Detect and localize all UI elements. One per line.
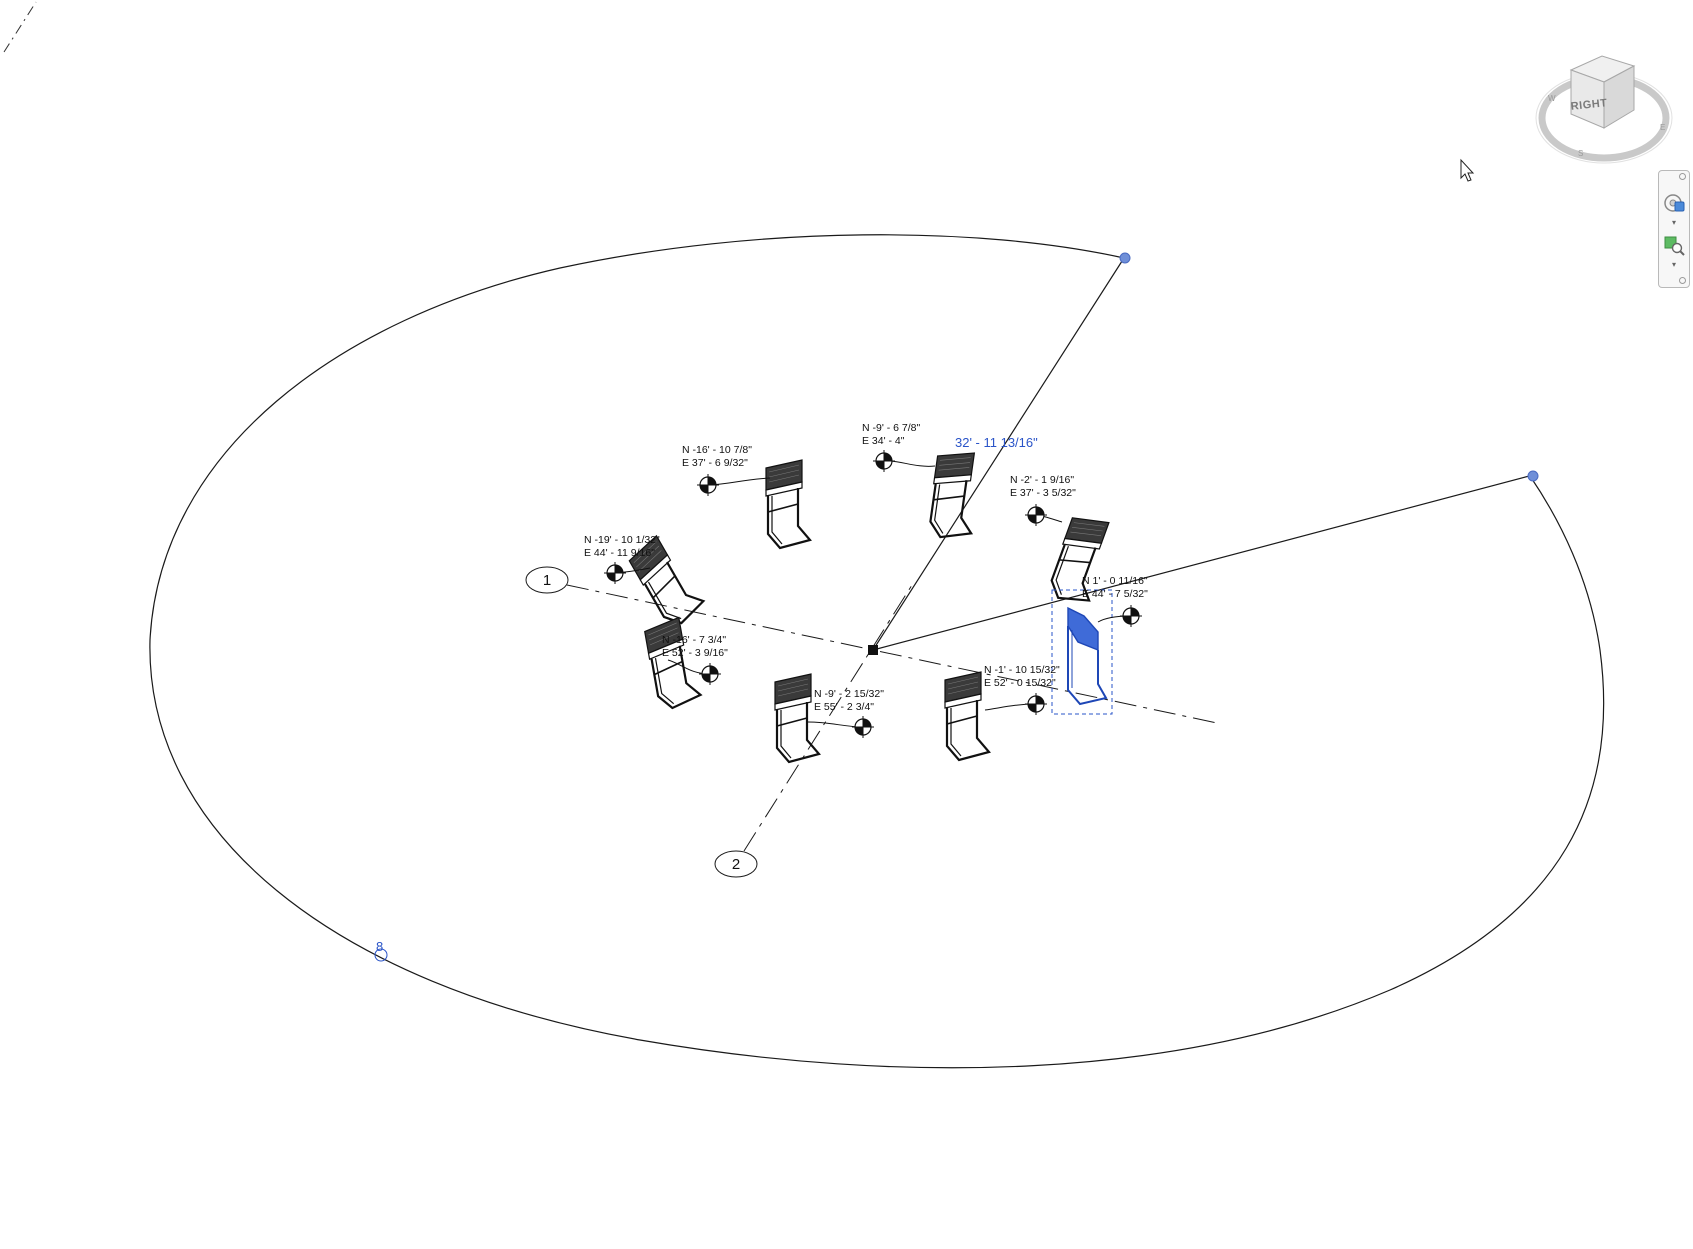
sc4-east: E 44' - 11 9/16" [584,547,655,559]
grid-line-2[interactable] [743,584,913,852]
grid-bubble-2[interactable]: 2 [714,850,758,878]
arc-center-grip[interactable] [374,948,388,962]
grid-label-1: 1 [543,572,551,589]
arc-radius-line-1[interactable] [872,257,1125,651]
spot-coordinate-target-icon [1119,604,1143,628]
grid-bubble-1[interactable]: 1 [525,566,569,594]
steering-wheel-button[interactable] [1662,191,1686,219]
spot-coordinate-6[interactable]: N -16' - 7 3/4" E 52' - 3 9/16" [662,634,728,686]
chair-1[interactable] [764,458,812,550]
arc-point-label: 8 [376,939,383,954]
viewcube-compass-s: S [1578,149,1583,158]
sc3-east: E 37' - 3 5/32" [1010,487,1076,499]
spot-coordinate-5[interactable]: N 1' - 0 11/16" E 44' - 7 5/32" [1082,575,1148,628]
sc2-north: N -9' - 6 7/8" [862,422,921,434]
chair-8[interactable] [943,670,991,762]
chair-6[interactable] [642,614,704,712]
chevron-down-icon[interactable]: ▾ [1671,218,1676,227]
sc5-north: N 1' - 0 11/16" [1082,575,1148,587]
zoom-button[interactable] [1662,233,1686,261]
chair-2[interactable] [925,446,984,543]
navigation-bar[interactable]: ▾ ▾ [1658,170,1690,288]
sc7-east: E 55' - 2 3/4" [814,701,874,713]
sc8-east: E 52' - 0 15/32" [984,677,1056,689]
spot-coordinate-target-icon [851,715,875,739]
spot-coordinate-2[interactable]: N -9' - 6 7/8" E 34' - 4" [862,422,936,473]
sc1-east: E 37' - 6 9/32" [682,457,748,469]
zoom-region-icon [1664,236,1685,256]
spot-coordinate-4[interactable]: N -19' - 10 1/32" E 44' - 11 9/16" [584,534,660,585]
grid-line-1[interactable] [566,584,1218,724]
viewcube-compass-e: E [1660,123,1665,132]
sc6-north: N -16' - 7 3/4" [662,634,726,646]
spot-coordinate-8[interactable]: N -1' - 10 15/32" E 52' - 0 15/32" [984,664,1060,716]
temporary-dimension[interactable]: 32' - 11 13/16" [955,435,1038,450]
spot-coordinate-target-icon [1024,692,1048,716]
spot-coordinate-target-icon [603,561,627,585]
spot-coordinate-target-icon [1024,503,1048,527]
sc6-east: E 52' - 3 9/16" [662,647,728,659]
grid-label-2: 2 [732,856,740,873]
viewcube[interactable]: RIGHT W E S [1535,55,1673,164]
viewcube-face-label: RIGHT [1570,97,1608,113]
spot-coordinate-1[interactable]: N -16' - 10 7/8" E 37' - 6 9/32" [682,444,771,497]
close-icon[interactable] [1679,173,1686,180]
sc5-east: E 44' - 7 5/32" [1082,588,1148,600]
sc4-north: N -19' - 10 1/32" [584,534,660,546]
spot-coordinate-target-icon [698,662,722,686]
spot-coordinate-target-icon [696,473,720,497]
spot-coordinate-3[interactable]: N -2' - 1 9/16" E 37' - 3 5/32" [1010,474,1076,527]
spot-coordinate-7[interactable]: N -9' - 2 15/32" E 55' - 2 3/4" [807,688,884,739]
sc3-north: N -2' - 1 9/16" [1010,474,1074,486]
steering-wheel-icon [1664,194,1685,212]
selected-chair[interactable] [1051,589,1113,715]
arc-sector-boundary[interactable] [149,234,1605,1069]
viewcube-right-face[interactable] [1603,65,1635,129]
sc1-north: N -16' - 10 7/8" [682,444,752,456]
sc2-east: E 34' - 4" [862,435,905,447]
arc-center-point[interactable] [868,645,878,655]
sc8-north: N -1' - 10 15/32" [984,664,1060,676]
reference-line [3,1,37,53]
spot-coordinate-target-icon [872,449,896,473]
mouse-pointer-icon [1460,158,1475,182]
arc-end-grip-2[interactable] [1527,470,1539,482]
viewcube-compass-w: W [1548,94,1556,103]
chair-7[interactable] [773,672,821,764]
grip-icon[interactable] [1679,277,1686,284]
arc-radius-line-2[interactable] [872,474,1534,651]
sc7-north: N -9' - 2 15/32" [814,688,884,700]
arc-end-grip-1[interactable] [1119,252,1131,264]
chevron-down-icon[interactable]: ▾ [1671,260,1676,269]
